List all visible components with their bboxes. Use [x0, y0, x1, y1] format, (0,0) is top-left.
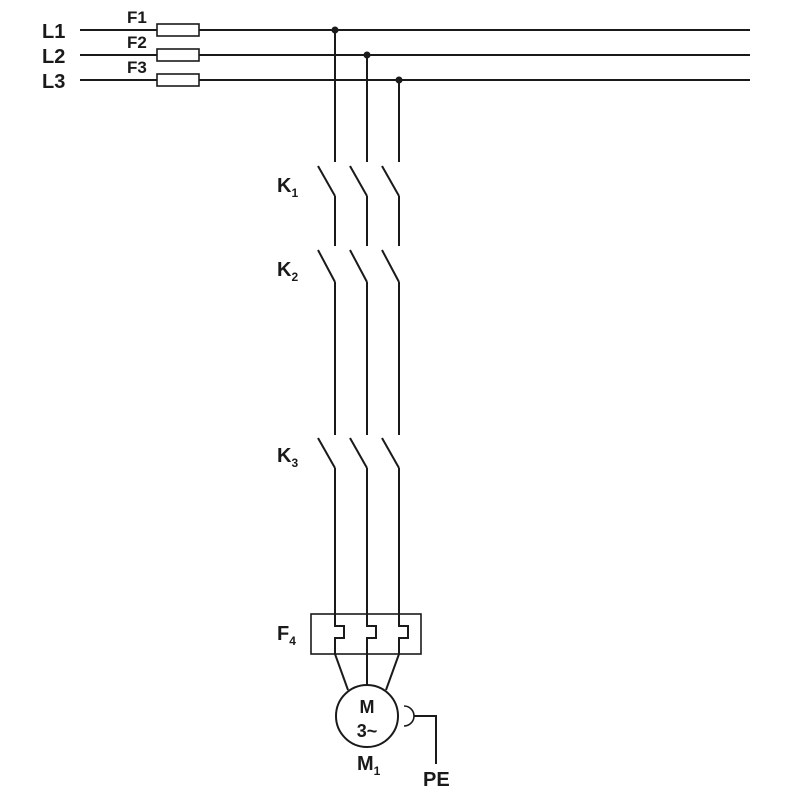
k3-label: K3	[277, 445, 298, 470]
bus-l3-label: L3	[42, 71, 65, 93]
motor-lead-3	[385, 653, 400, 691]
fuse-f3	[156, 73, 200, 87]
k2-label: K2	[277, 259, 298, 284]
k2-contact-1	[317, 249, 336, 283]
fuse-f2	[156, 48, 200, 62]
k1-label: K1	[277, 175, 298, 200]
k3-contact-2	[349, 437, 368, 469]
earth-terminal	[403, 705, 415, 727]
thermal-element-2	[366, 614, 377, 654]
motor-symbol	[335, 684, 399, 748]
k2-contact-3	[381, 249, 400, 283]
fuse-f2-label: F2	[127, 33, 147, 52]
thermal-element-3	[398, 614, 409, 654]
supply-buses: L1 L2 L3	[42, 21, 750, 93]
fuse-f1-label: F1	[127, 8, 147, 27]
protective-earth: PE	[403, 705, 450, 791]
bus-l1-label: L1	[42, 21, 65, 43]
k1-contact-3	[381, 165, 400, 197]
k1-contact-2	[349, 165, 368, 197]
motor-leads	[334, 653, 400, 691]
fuse-f1	[156, 23, 200, 37]
k3-contact-3	[381, 437, 400, 469]
motor-type-label: M	[360, 697, 375, 717]
fuse-f3-label: F3	[127, 58, 147, 77]
m1-label: M1	[357, 753, 381, 778]
k2-contact-2	[349, 249, 368, 283]
overload-relay: F4	[277, 613, 422, 655]
contactor-labels: K1 K2 K3	[277, 175, 298, 470]
thermal-element-1	[334, 614, 345, 654]
f4-label: F4	[277, 623, 296, 648]
k3-contact-1	[317, 437, 336, 469]
bus-l2-label: L2	[42, 46, 65, 68]
motor-lead-1	[334, 653, 349, 691]
motor-phase-label: 3~	[357, 721, 378, 741]
k1-contact-1	[317, 165, 336, 197]
fuses: F1 F2 F3	[127, 8, 200, 87]
phase-conductors	[317, 30, 400, 628]
earth-wire	[414, 715, 437, 764]
motor: M 3~ M1	[335, 684, 399, 778]
pe-label: PE	[423, 769, 450, 791]
